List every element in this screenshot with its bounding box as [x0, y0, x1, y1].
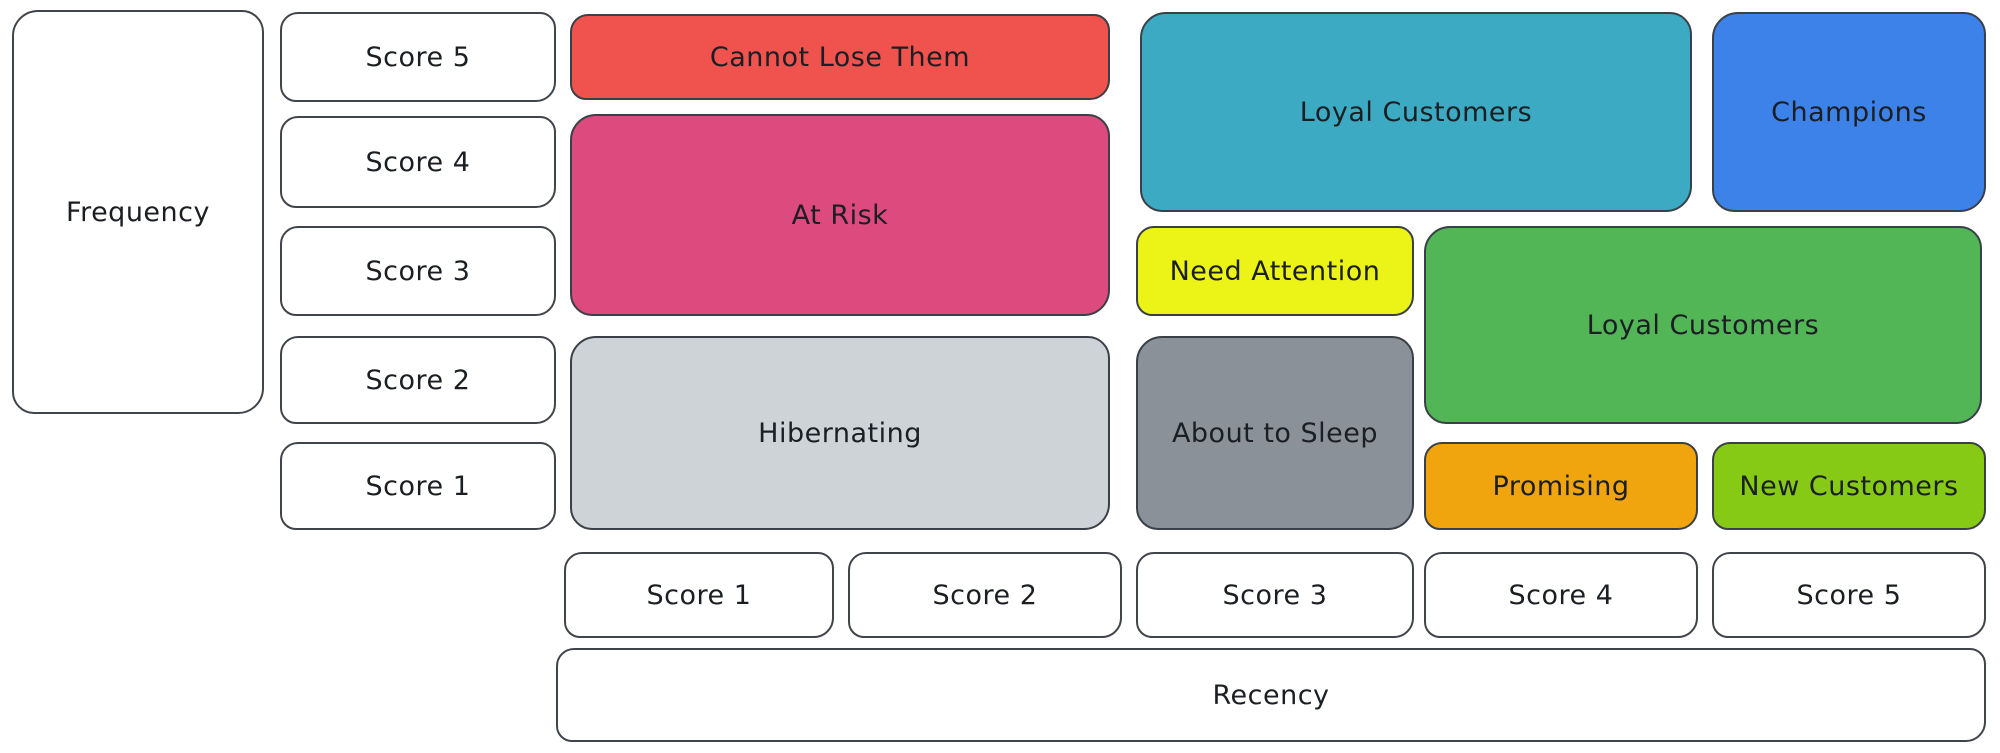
segment-cannot-lose-them-label: Cannot Lose Them: [709, 41, 971, 73]
frequency-axis-label: Frequency: [66, 196, 210, 228]
segment-loyal-customers-mid: Loyal Customers: [1424, 226, 1982, 424]
segment-at-risk: At Risk: [570, 114, 1110, 316]
frequency-score-1-box: Score 1: [280, 442, 556, 530]
recency-axis-label-box: Recency: [556, 648, 1986, 742]
recency-score-3-box: Score 3: [1136, 552, 1414, 638]
frequency-score-2-label: Score 2: [365, 364, 471, 396]
segment-hibernating-label: Hibernating: [758, 417, 922, 449]
frequency-axis-label-box: Frequency: [12, 10, 264, 414]
segment-cannot-lose-them: Cannot Lose Them: [570, 14, 1110, 100]
frequency-score-3-box: Score 3: [280, 226, 556, 316]
segment-hibernating: Hibernating: [570, 336, 1110, 530]
segment-loyal-customers-top: Loyal Customers: [1140, 12, 1692, 212]
frequency-score-5-box: Score 5: [280, 12, 556, 102]
segment-new-customers: New Customers: [1712, 442, 1986, 530]
recency-axis-label: Recency: [1212, 679, 1330, 711]
segment-about-to-sleep-label: About to Sleep: [1171, 417, 1379, 449]
segment-loyal-customers-top-label: Loyal Customers: [1299, 96, 1533, 128]
segment-promising-label: Promising: [1492, 470, 1630, 502]
segment-new-customers-label: New Customers: [1739, 470, 1959, 502]
segment-champions-label: Champions: [1771, 96, 1927, 128]
segment-loyal-customers-mid-label: Loyal Customers: [1586, 309, 1820, 341]
segment-promising: Promising: [1424, 442, 1698, 530]
segment-about-to-sleep: About to Sleep: [1136, 336, 1414, 530]
frequency-score-2-box: Score 2: [280, 336, 556, 424]
frequency-score-1-label: Score 1: [365, 470, 471, 502]
recency-score-1-box: Score 1: [564, 552, 834, 638]
recency-score-2-label: Score 2: [932, 579, 1038, 611]
frequency-score-4-box: Score 4: [280, 116, 556, 208]
recency-score-4-box: Score 4: [1424, 552, 1698, 638]
recency-score-5-box: Score 5: [1712, 552, 1986, 638]
recency-score-4-label: Score 4: [1508, 579, 1614, 611]
frequency-score-5-label: Score 5: [365, 41, 471, 73]
segment-need-attention-label: Need Attention: [1169, 255, 1381, 287]
segment-need-attention: Need Attention: [1136, 226, 1414, 316]
recency-score-1-label: Score 1: [646, 579, 752, 611]
recency-score-3-label: Score 3: [1222, 579, 1328, 611]
frequency-score-3-label: Score 3: [365, 255, 471, 287]
recency-score-2-box: Score 2: [848, 552, 1122, 638]
segment-at-risk-label: At Risk: [791, 199, 889, 231]
frequency-score-4-label: Score 4: [365, 146, 471, 178]
recency-score-5-label: Score 5: [1796, 579, 1902, 611]
segment-champions: Champions: [1712, 12, 1986, 212]
